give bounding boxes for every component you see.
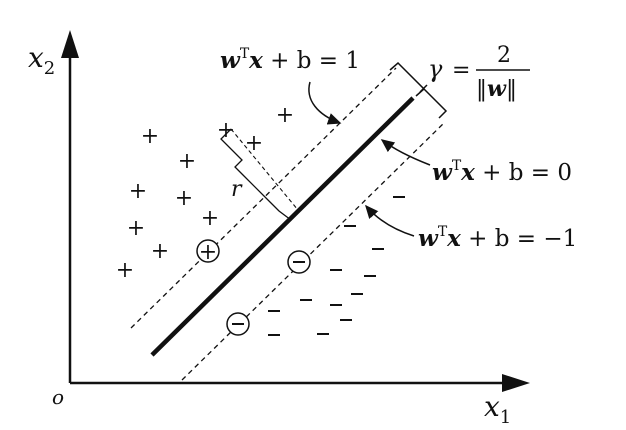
positive-support-vector: + [196,239,220,265]
decision-boundary-equation: wTx + b = 0 [432,158,572,186]
lower-equation-arrow [365,204,415,237]
positive-sample: + [129,179,147,204]
decision-boundary-line [150,96,415,357]
boundary-equation-arrow [380,139,431,166]
positive-sample: + [151,239,169,264]
negative-support-vector [226,312,250,336]
positive-sample: + [175,186,193,211]
positive-sample: + [127,216,145,241]
upper-equation-arrow [308,81,342,125]
positive-samples: + + + + + + + + + + + [116,103,294,283]
positive-sample: + [276,103,294,128]
y-axis-arrowhead [61,30,79,58]
gamma-denominator: ‖w‖ [476,76,517,102]
positive-sample: + [178,149,196,174]
positive-sample: + [245,131,263,156]
positive-sample: + [201,206,219,231]
svg-text:+: + [199,240,217,265]
gamma-symbol: γ [428,55,443,83]
positive-sample: + [217,118,235,143]
gamma-numerator: 2 [497,43,511,68]
x-axis-label: x1 [484,390,511,428]
origin-label: o [52,385,64,409]
upper-margin-line [130,67,397,329]
distance-label: r [231,177,243,202]
gamma-equals: = [452,58,470,83]
positive-sample: + [116,258,134,283]
negative-support-vector [287,250,311,274]
x-axis-arrowhead [502,374,530,392]
lower-margin-line [181,121,446,381]
upper-margin-equation: wTx + b = 1 [220,46,360,74]
gamma-bracket [389,61,448,119]
y-axis-label: x2 [28,41,55,79]
negative-samples [268,196,405,336]
lower-margin-equation: wTx + b = −1 [418,224,577,252]
r-bracket-line [230,128,299,211]
gamma-tick [419,84,428,93]
positive-sample: + [141,124,159,149]
r-bracket [220,128,299,221]
